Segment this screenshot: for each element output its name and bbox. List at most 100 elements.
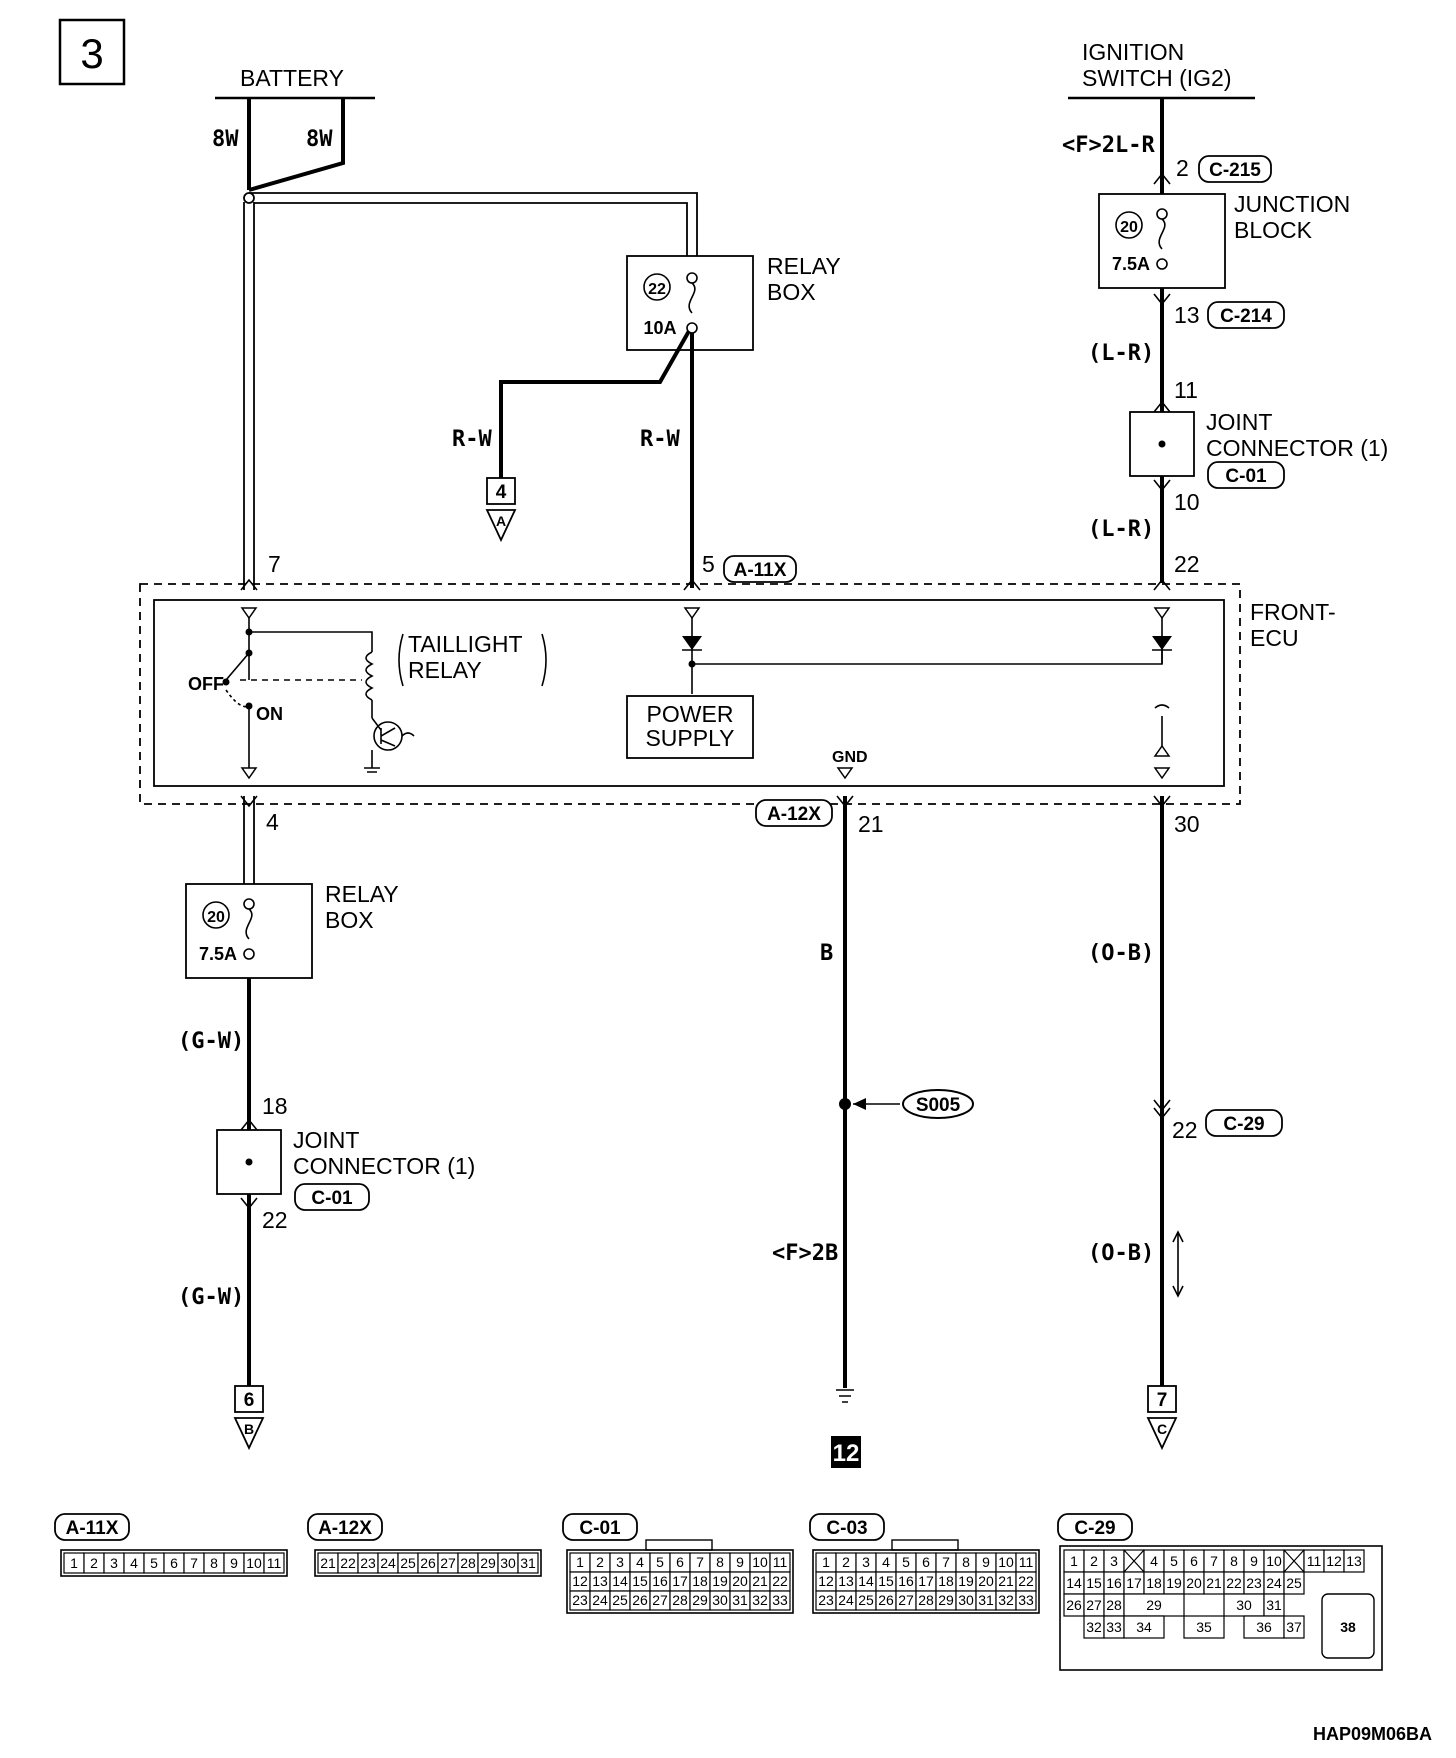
svg-text:ON: ON bbox=[256, 704, 283, 724]
svg-text:A-12X: A-12X bbox=[767, 804, 821, 825]
pin-cell: 13 bbox=[592, 1573, 608, 1589]
pin-cell: 3 bbox=[110, 1555, 118, 1571]
pin-cell: 17 bbox=[918, 1573, 934, 1589]
ground-circuit: A-12X 21 B S005 <F>2B 12 bbox=[755, 795, 974, 1468]
svg-text:22: 22 bbox=[1226, 1575, 1242, 1591]
svg-text:18: 18 bbox=[262, 1093, 288, 1119]
svg-text:27: 27 bbox=[1086, 1597, 1102, 1613]
svg-text:POWER: POWER bbox=[647, 701, 734, 727]
svg-text:C-01: C-01 bbox=[1225, 466, 1267, 487]
svg-text:7: 7 bbox=[1157, 1390, 1168, 1411]
svg-text:10A: 10A bbox=[643, 318, 676, 338]
pin-cell: 8 bbox=[716, 1554, 724, 1570]
svg-text:C-215: C-215 bbox=[1209, 160, 1261, 181]
svg-text:JUNCTION: JUNCTION bbox=[1234, 191, 1350, 217]
pin-cell: 28 bbox=[918, 1592, 934, 1608]
pin-cell: 13 bbox=[838, 1573, 854, 1589]
svg-text:6: 6 bbox=[244, 1390, 255, 1411]
svg-text:RELAY: RELAY bbox=[767, 253, 841, 279]
pin-cell: 8 bbox=[210, 1555, 218, 1571]
pin-cell: 12 bbox=[818, 1573, 834, 1589]
svg-text:9: 9 bbox=[1250, 1553, 1258, 1569]
svg-text:S005: S005 bbox=[916, 1095, 961, 1116]
pin-cell: 29 bbox=[480, 1555, 496, 1571]
pin-cell: 23 bbox=[360, 1555, 376, 1571]
svg-text:7: 7 bbox=[268, 551, 281, 577]
svg-text:CONNECTOR (1): CONNECTOR (1) bbox=[1206, 435, 1388, 461]
svg-text:(G-W): (G-W) bbox=[178, 1029, 244, 1054]
pin-cell: 22 bbox=[340, 1555, 356, 1571]
battery-wires bbox=[243, 192, 698, 590]
pin-cell: 11 bbox=[1019, 1554, 1034, 1570]
svg-text:CONNECTOR (1): CONNECTOR (1) bbox=[293, 1153, 475, 1179]
svg-text:OFF: OFF bbox=[188, 674, 224, 694]
pin-cell: 2 bbox=[596, 1554, 604, 1570]
svg-text:R-W: R-W bbox=[640, 427, 680, 452]
pin-cell: 28 bbox=[672, 1592, 688, 1608]
pin-cell: 29 bbox=[692, 1592, 708, 1608]
pin-cell: 27 bbox=[652, 1592, 668, 1608]
pin-cell: 25 bbox=[400, 1555, 416, 1571]
svg-text:31: 31 bbox=[1266, 1597, 1282, 1613]
pin-cell: 30 bbox=[500, 1555, 516, 1571]
pin-cell: 18 bbox=[692, 1573, 708, 1589]
svg-text:32: 32 bbox=[1086, 1619, 1102, 1635]
svg-text:12: 12 bbox=[1326, 1553, 1342, 1569]
svg-text:BOX: BOX bbox=[767, 279, 816, 305]
pin-cell: 10 bbox=[246, 1555, 262, 1571]
svg-text:C-01: C-01 bbox=[579, 1518, 621, 1539]
pin-cell: 3 bbox=[862, 1554, 870, 1570]
pin-cell: 21 bbox=[752, 1573, 768, 1589]
svg-text:11: 11 bbox=[1174, 377, 1198, 403]
svg-text:13: 13 bbox=[1174, 302, 1200, 328]
pin-cell: 9 bbox=[982, 1554, 990, 1570]
pin-cell: 31 bbox=[520, 1555, 536, 1571]
pin-cell: 30 bbox=[712, 1592, 728, 1608]
svg-text:25: 25 bbox=[1286, 1575, 1302, 1591]
svg-text:37: 37 bbox=[1286, 1619, 1302, 1635]
svg-text:3: 3 bbox=[80, 30, 103, 77]
svg-text:B: B bbox=[244, 1421, 254, 1437]
svg-text:(L-R): (L-R) bbox=[1088, 341, 1154, 366]
svg-text:7: 7 bbox=[1210, 1553, 1218, 1569]
svg-text:A-11X: A-11X bbox=[66, 1518, 119, 1539]
svg-text:34: 34 bbox=[1136, 1619, 1152, 1635]
svg-text:29: 29 bbox=[1146, 1597, 1162, 1613]
pin-cell: 15 bbox=[632, 1573, 648, 1589]
pin-cell: 1 bbox=[70, 1555, 78, 1571]
svg-text:3: 3 bbox=[1110, 1553, 1118, 1569]
svg-text:BOX: BOX bbox=[325, 907, 374, 933]
svg-text:A-11X: A-11X bbox=[734, 560, 787, 581]
pin-cell: 21 bbox=[998, 1573, 1014, 1589]
pin-cell: 23 bbox=[572, 1592, 588, 1608]
pin-cell: 14 bbox=[858, 1573, 874, 1589]
battery-label: BATTERY bbox=[240, 65, 344, 91]
svg-text:14: 14 bbox=[1066, 1575, 1082, 1591]
svg-text:C-01: C-01 bbox=[311, 1188, 353, 1209]
svg-text:10: 10 bbox=[1266, 1553, 1282, 1569]
svg-text:21: 21 bbox=[1206, 1575, 1222, 1591]
svg-text:16: 16 bbox=[1106, 1575, 1122, 1591]
pin-cell: 28 bbox=[460, 1555, 476, 1571]
rw-wires: R-W 4 A R-W bbox=[452, 330, 694, 588]
svg-text:2: 2 bbox=[1176, 155, 1189, 181]
pin-cell: 31 bbox=[978, 1592, 994, 1608]
pin-cell: 22 bbox=[1018, 1573, 1034, 1589]
svg-text:2: 2 bbox=[1090, 1553, 1098, 1569]
pin-cell: 5 bbox=[902, 1554, 910, 1570]
pin-cell: 5 bbox=[150, 1555, 158, 1571]
pin-cell: 25 bbox=[612, 1592, 628, 1608]
svg-text:30: 30 bbox=[1174, 811, 1200, 837]
svg-text:23: 23 bbox=[1246, 1575, 1262, 1591]
pin-cell: 10 bbox=[752, 1554, 768, 1570]
svg-text:7.5A: 7.5A bbox=[199, 944, 237, 964]
svg-text:GND: GND bbox=[832, 749, 868, 766]
pin-cell: 22 bbox=[772, 1573, 788, 1589]
pin-cell: 32 bbox=[752, 1592, 768, 1608]
pin-cell: 12 bbox=[572, 1573, 588, 1589]
svg-text:24: 24 bbox=[1266, 1575, 1282, 1591]
pin-cell: 32 bbox=[998, 1592, 1014, 1608]
